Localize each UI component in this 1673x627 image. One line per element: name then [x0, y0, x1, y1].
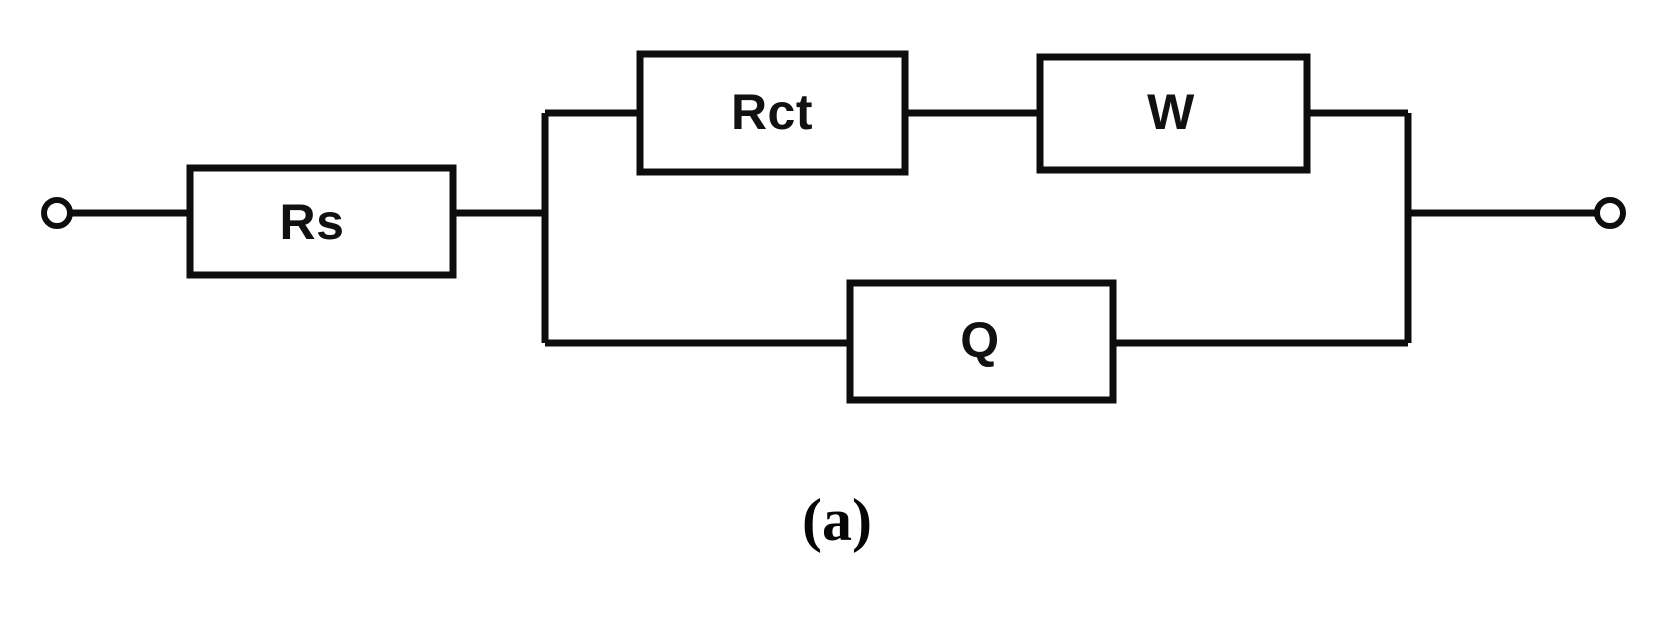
q-label: Q	[960, 312, 999, 368]
rct-label: Rct	[731, 84, 813, 140]
rct-box[interactable]	[636, 50, 909, 176]
w-label: W	[1147, 84, 1195, 140]
figure-caption: (a)	[802, 487, 872, 553]
input-terminal-node[interactable]	[41, 197, 73, 229]
component-q[interactable]: Q	[846, 279, 1117, 404]
rs-box[interactable]	[186, 164, 457, 279]
output-terminal-node[interactable]	[1594, 197, 1626, 229]
rs-label: Rs	[280, 194, 345, 250]
q-box[interactable]	[846, 279, 1117, 404]
component-rct[interactable]: Rct	[636, 50, 909, 176]
w-box[interactable]	[1036, 53, 1311, 174]
component-w[interactable]: W	[1036, 53, 1311, 174]
wire-group	[70, 109, 1597, 347]
component-rs[interactable]: Rs	[186, 164, 457, 279]
